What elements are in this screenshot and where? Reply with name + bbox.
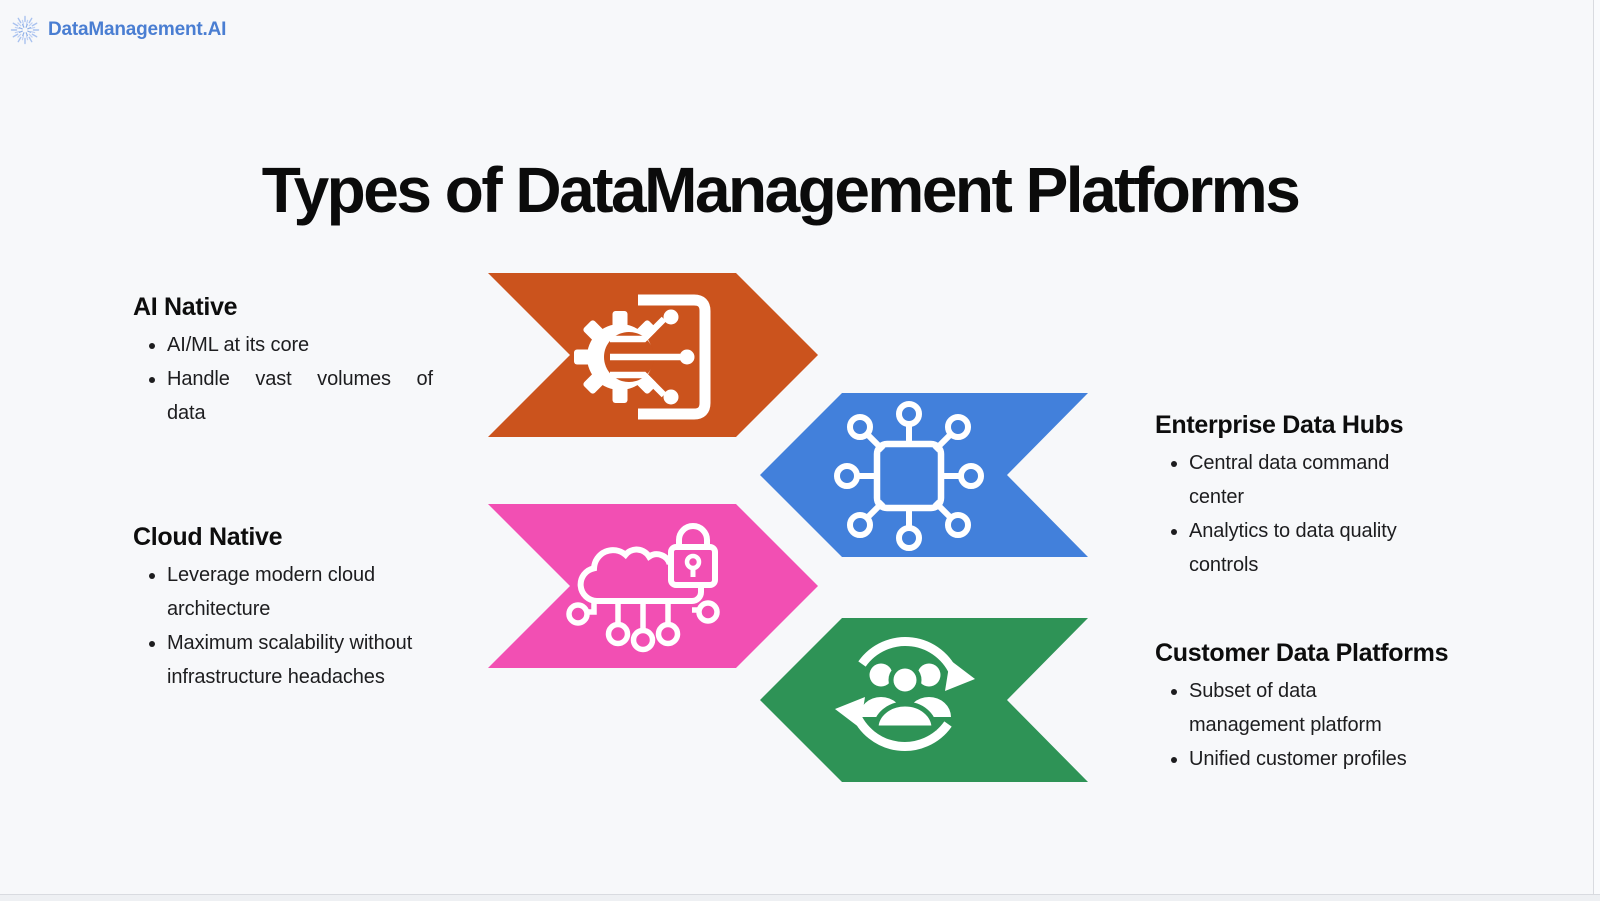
gear-circuit-icon xyxy=(574,294,711,420)
bullet-item: Maximum scalability without infrastructur… xyxy=(167,626,443,694)
bullet-line: Leverage modern cloud xyxy=(167,564,376,586)
bullet-line: Subset of data xyxy=(1189,680,1317,702)
bullet-line: center xyxy=(1189,486,1244,508)
arrow-ai-native xyxy=(488,273,818,437)
canvas-bottom-edge xyxy=(0,894,1600,895)
bullet-line: Analytics to data quality xyxy=(1189,520,1397,542)
bullet-line: Unified customer profiles xyxy=(1189,748,1407,770)
secure-cloud-icon xyxy=(566,523,720,653)
bullet-item: Leverage modern cloud architecture xyxy=(167,558,443,626)
chevron-shape xyxy=(488,504,818,668)
canvas-right-margin xyxy=(1594,0,1600,895)
section-title: Cloud Native xyxy=(133,523,283,551)
arrow-cloud-native xyxy=(488,504,818,668)
bullet-item: Handle vast volumes of data xyxy=(167,362,433,430)
bullet-list: Subset of data management platformUnified… xyxy=(1155,674,1485,776)
logo: DataManagement.AI xyxy=(8,13,226,47)
page-title: Types of DataManagement Platforms xyxy=(261,153,1301,226)
starburst-icon xyxy=(10,15,40,45)
bullet-line: Handle vast volumes of xyxy=(167,368,433,390)
bullet-line: infrastructure headaches xyxy=(167,666,385,688)
section-title: AI Native xyxy=(133,293,238,321)
bullet-line: management platform xyxy=(1189,714,1382,736)
chevron-shape xyxy=(760,393,1088,557)
network-hub-icon xyxy=(834,401,984,551)
bullet-item: Analytics to data quality controls xyxy=(1189,514,1475,582)
section-title: Enterprise Data Hubs xyxy=(1155,411,1404,439)
bullet-line: Central data command xyxy=(1189,452,1390,474)
bullet-item: Unified customer profiles xyxy=(1189,742,1485,776)
bullet-line: data xyxy=(167,402,206,424)
canvas-right-edge xyxy=(1593,0,1594,895)
section-title: Customer Data Platforms xyxy=(1155,639,1449,667)
canvas-bottom-margin xyxy=(0,895,1600,901)
bullet-item: Subset of data management platform xyxy=(1189,674,1485,742)
bullet-item: Central data command center xyxy=(1189,446,1475,514)
bullet-line: architecture xyxy=(167,598,271,620)
bullet-line: controls xyxy=(1189,554,1259,576)
arrow-customer-data-platforms xyxy=(760,618,1088,782)
section-enterprise-data-hubs: Enterprise Data Hubs Central data comman… xyxy=(1155,410,1475,582)
section-customer-data-platforms: Customer Data Platforms Subset of data ma… xyxy=(1155,638,1485,776)
bullet-line: Maximum scalability without xyxy=(167,632,413,654)
bullet-list: AI/ML at its coreHandle vast volumes of d… xyxy=(133,328,433,430)
bullet-item: AI/ML at its core xyxy=(167,328,433,362)
bullet-list: Leverage modern cloud architectureMaximum… xyxy=(133,558,443,694)
bullet-line: AI/ML at its core xyxy=(167,334,310,356)
section-ai-native: AI Native AI/ML at its coreHandle vast v… xyxy=(133,292,433,430)
customer-sync-icon xyxy=(835,637,975,751)
bullet-list: Central data command centerAnalytics to d… xyxy=(1155,446,1475,582)
logo-text: DataManagement.AI xyxy=(48,19,227,40)
section-cloud-native: Cloud Native Leverage modern cloud archit… xyxy=(133,522,443,694)
arrow-enterprise-data-hubs xyxy=(760,393,1088,557)
